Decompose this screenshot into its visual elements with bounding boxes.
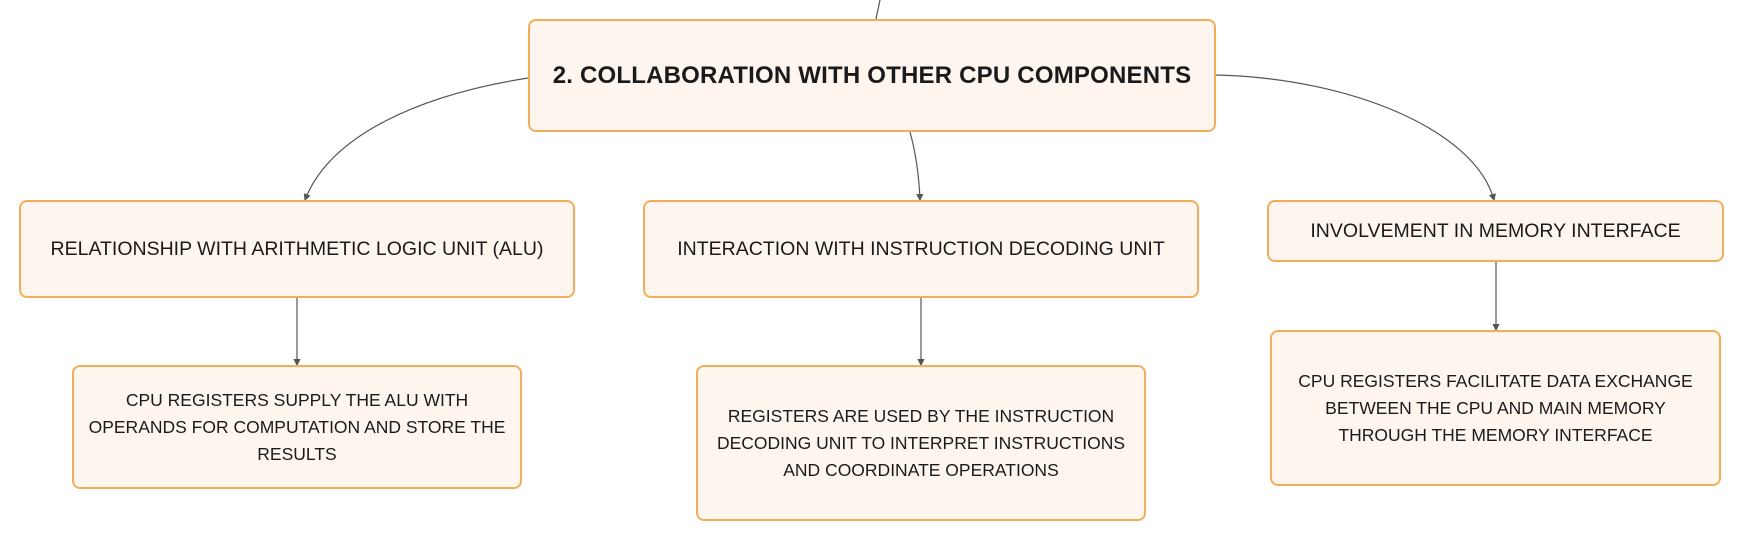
node-memory-interface-involvement-label: Involvement in Memory Interface xyxy=(1310,219,1681,242)
root-node[interactable]: 2. Collaboration with Other CPU Componen… xyxy=(528,19,1216,132)
node-instruction-decoding-interaction-label: Interaction with Instruction Decoding Un… xyxy=(677,237,1165,260)
node-memory-interface-involvement[interactable]: Involvement in Memory Interface xyxy=(1267,200,1724,262)
detail-node-instruction-decoding-text: Registers are used by the Instruction De… xyxy=(716,405,1126,480)
detail-node-instruction-decoding[interactable]: Registers are used by the Instruction De… xyxy=(696,365,1146,521)
detail-node-alu-text: CPU registers supply the ALU with operan… xyxy=(88,389,506,464)
node-alu-relationship[interactable]: Relationship with Arithmetic Logic Unit … xyxy=(19,200,575,298)
connector-incoming-root xyxy=(875,0,881,20)
detail-node-memory-interface-text: CPU registers facilitate data exchange b… xyxy=(1298,370,1693,445)
node-instruction-decoding-interaction[interactable]: Interaction with Instruction Decoding Un… xyxy=(643,200,1199,298)
node-alu-relationship-label: Relationship with Arithmetic Logic Unit … xyxy=(50,237,544,260)
connector-root-to-mem xyxy=(1215,74,1496,202)
detail-node-memory-interface[interactable]: CPU registers facilitate data exchange b… xyxy=(1270,330,1721,486)
connector-root-to-idu xyxy=(909,131,924,202)
root-node-label: 2. Collaboration with Other CPU Componen… xyxy=(552,61,1192,89)
connector-root-to-alu xyxy=(303,77,529,202)
detail-node-alu[interactable]: CPU registers supply the ALU with operan… xyxy=(72,365,522,489)
